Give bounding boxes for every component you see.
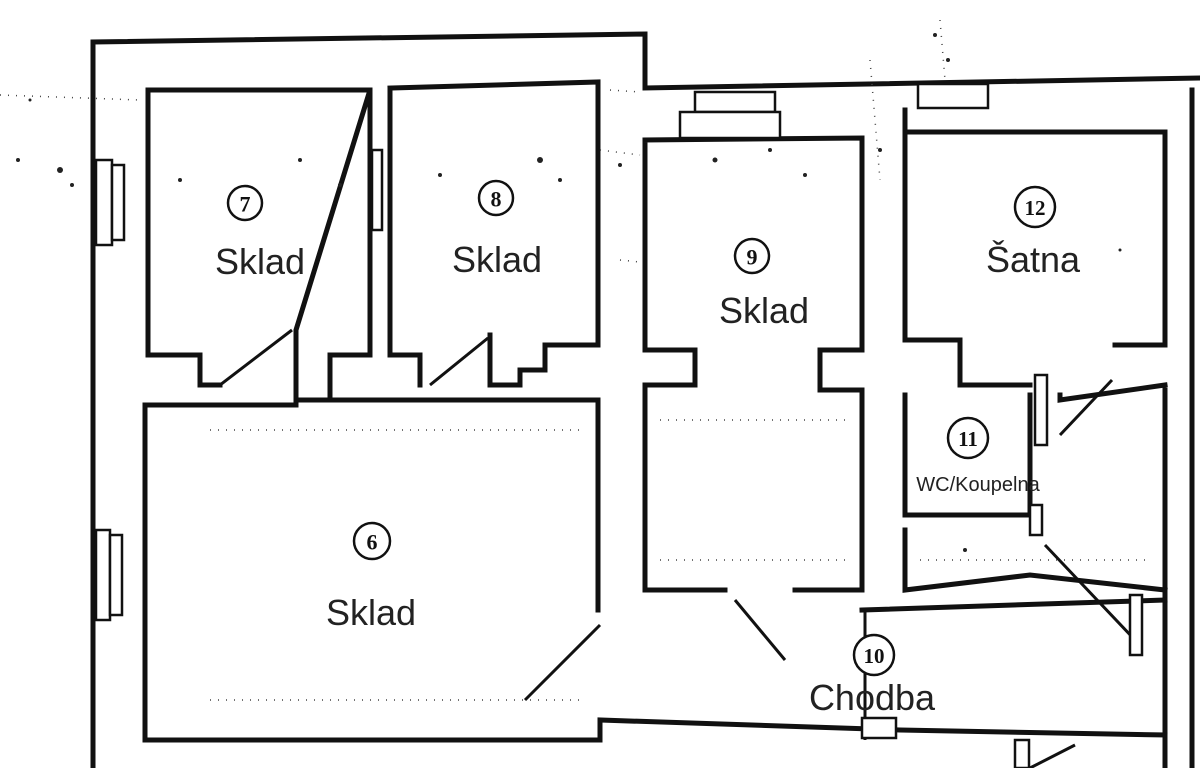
room-badge-6: 6 xyxy=(352,521,392,561)
room-number-7: 7 xyxy=(240,192,251,217)
room-9-walls xyxy=(642,135,865,593)
room-badge-7: 7 xyxy=(226,184,264,222)
room-badge-11: 11 xyxy=(946,416,990,460)
room-number-11: 11 xyxy=(958,427,978,451)
room-label-11: WC/Koupelna xyxy=(916,474,1040,496)
windows xyxy=(94,82,1144,768)
room-number-8: 8 xyxy=(491,187,502,212)
dotted-lines xyxy=(0,19,1150,701)
room-label-10: Chodba xyxy=(809,677,936,718)
room-badge-9: 9 xyxy=(733,237,771,275)
room-badge-8: 8 xyxy=(477,179,515,217)
room-badge-12: 12 xyxy=(1013,185,1057,229)
room-number-10: 10 xyxy=(864,644,885,668)
room-label-7: Sklad xyxy=(215,241,305,282)
room-6-walls xyxy=(142,397,603,743)
room-number-9: 9 xyxy=(747,245,758,270)
room-label-9: Sklad xyxy=(719,290,809,331)
room-badge-10: 10 xyxy=(852,633,896,677)
room-label-6: Sklad xyxy=(326,592,416,633)
room-number-12: 12 xyxy=(1025,196,1046,220)
room-8-walls xyxy=(387,79,601,388)
room-10-walls xyxy=(597,527,1168,743)
scan-noise xyxy=(16,33,1122,552)
room-12-walls xyxy=(902,107,1168,388)
room-label-8: Sklad xyxy=(452,239,542,280)
door-swings xyxy=(219,328,1137,768)
room-number-6: 6 xyxy=(367,530,378,555)
outer-walls xyxy=(90,31,1200,768)
room-11-walls xyxy=(902,382,1168,518)
room-label-12: Šatna xyxy=(986,239,1081,280)
